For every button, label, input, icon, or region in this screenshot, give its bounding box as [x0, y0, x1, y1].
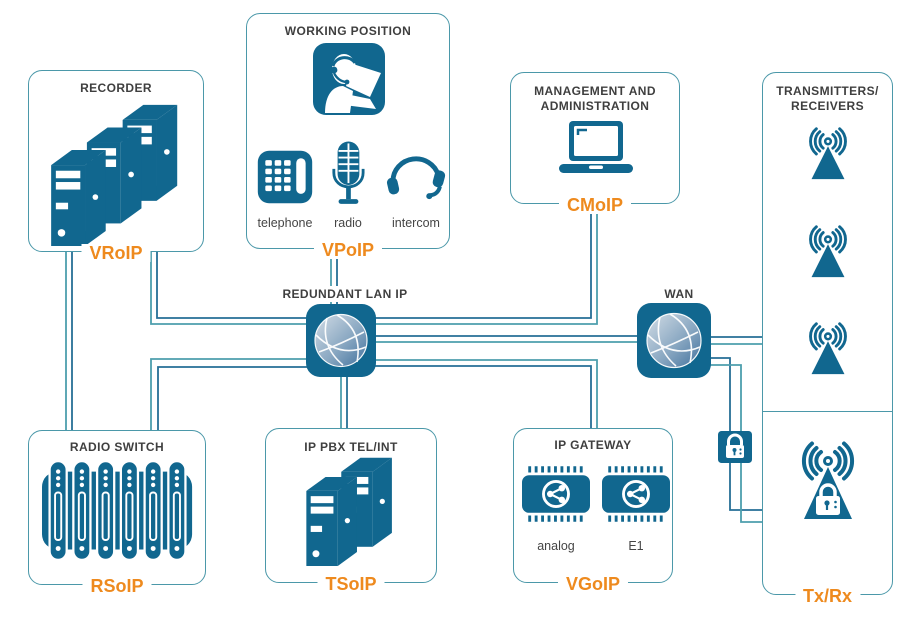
management-box: MANAGEMENT AND ADMINISTRATION CMoIP [510, 72, 680, 214]
wan-label: WAN [651, 286, 707, 302]
radio-label: radio [334, 216, 362, 230]
transmitters-title-line2: RECEIVERS [791, 99, 864, 113]
ip-pbx-tag: TSoIP [317, 575, 385, 593]
transmitters-box: TRANSMITTERS/ RECEIVERS [762, 72, 893, 605]
operator-headset-icon [313, 43, 385, 115]
radio-switch-title: RADIO SWITCH [69, 440, 165, 454]
lan-label: REDUNDANT LAN IP [262, 286, 428, 302]
working-position-tag: VPoIP [313, 241, 383, 259]
ip-pbx-title: IP PBX TEL/INT [304, 440, 398, 454]
locked-antenna-icon [801, 441, 855, 519]
gateway-chip-icon [522, 466, 590, 522]
intercom-label: intercom [392, 216, 440, 230]
lock-icon [718, 431, 752, 463]
analog-label: analog [537, 539, 575, 553]
radio-switch-tag: RSoIP [82, 577, 152, 595]
management-title-line2: ADMINISTRATION [540, 99, 650, 113]
antenna-icon [809, 127, 847, 180]
antenna-icon [809, 225, 847, 278]
ip-gateway-title: IP GATEWAY [554, 438, 632, 452]
laptop-icon [559, 121, 633, 173]
recorder-box: RECORDER VRoIP [28, 70, 204, 262]
management-tag: CMoIP [559, 196, 631, 214]
transmitters-title-line1: TRANSMITTERS/ [776, 84, 879, 98]
e1-label: E1 [628, 539, 644, 553]
microphone-icon [332, 141, 365, 204]
rack-switch-icon [42, 460, 193, 562]
globe-icon [306, 304, 376, 377]
antenna-icon [809, 322, 847, 375]
headset-icon [386, 156, 446, 200]
txrx-divider [763, 411, 892, 412]
recorder-title: RECORDER [80, 81, 152, 95]
working-position-title: WORKING POSITION [284, 24, 412, 38]
txrx-tag: Tx/Rx [794, 587, 861, 605]
ip-gateway-box: IP GATEWAY analog E1 VGoIP [513, 428, 673, 593]
radio-switch-box: RADIO SWITCH [28, 430, 206, 595]
gateway-chip-icon [602, 466, 670, 522]
telephone-label: telephone [257, 216, 313, 230]
telephone-icon [257, 150, 313, 204]
working-position-box: WORKING POSITION [246, 13, 450, 259]
recorder-tag: VRoIP [81, 244, 151, 262]
ip-pbx-box: IP PBX TEL/INT TSoIP [265, 428, 437, 593]
ip-gateway-tag: VGoIP [557, 575, 629, 593]
server-stack-icon [306, 457, 392, 566]
server-stack-icon [51, 104, 178, 246]
management-title-line1: MANAGEMENT AND [534, 84, 656, 98]
globe-icon [637, 303, 711, 378]
